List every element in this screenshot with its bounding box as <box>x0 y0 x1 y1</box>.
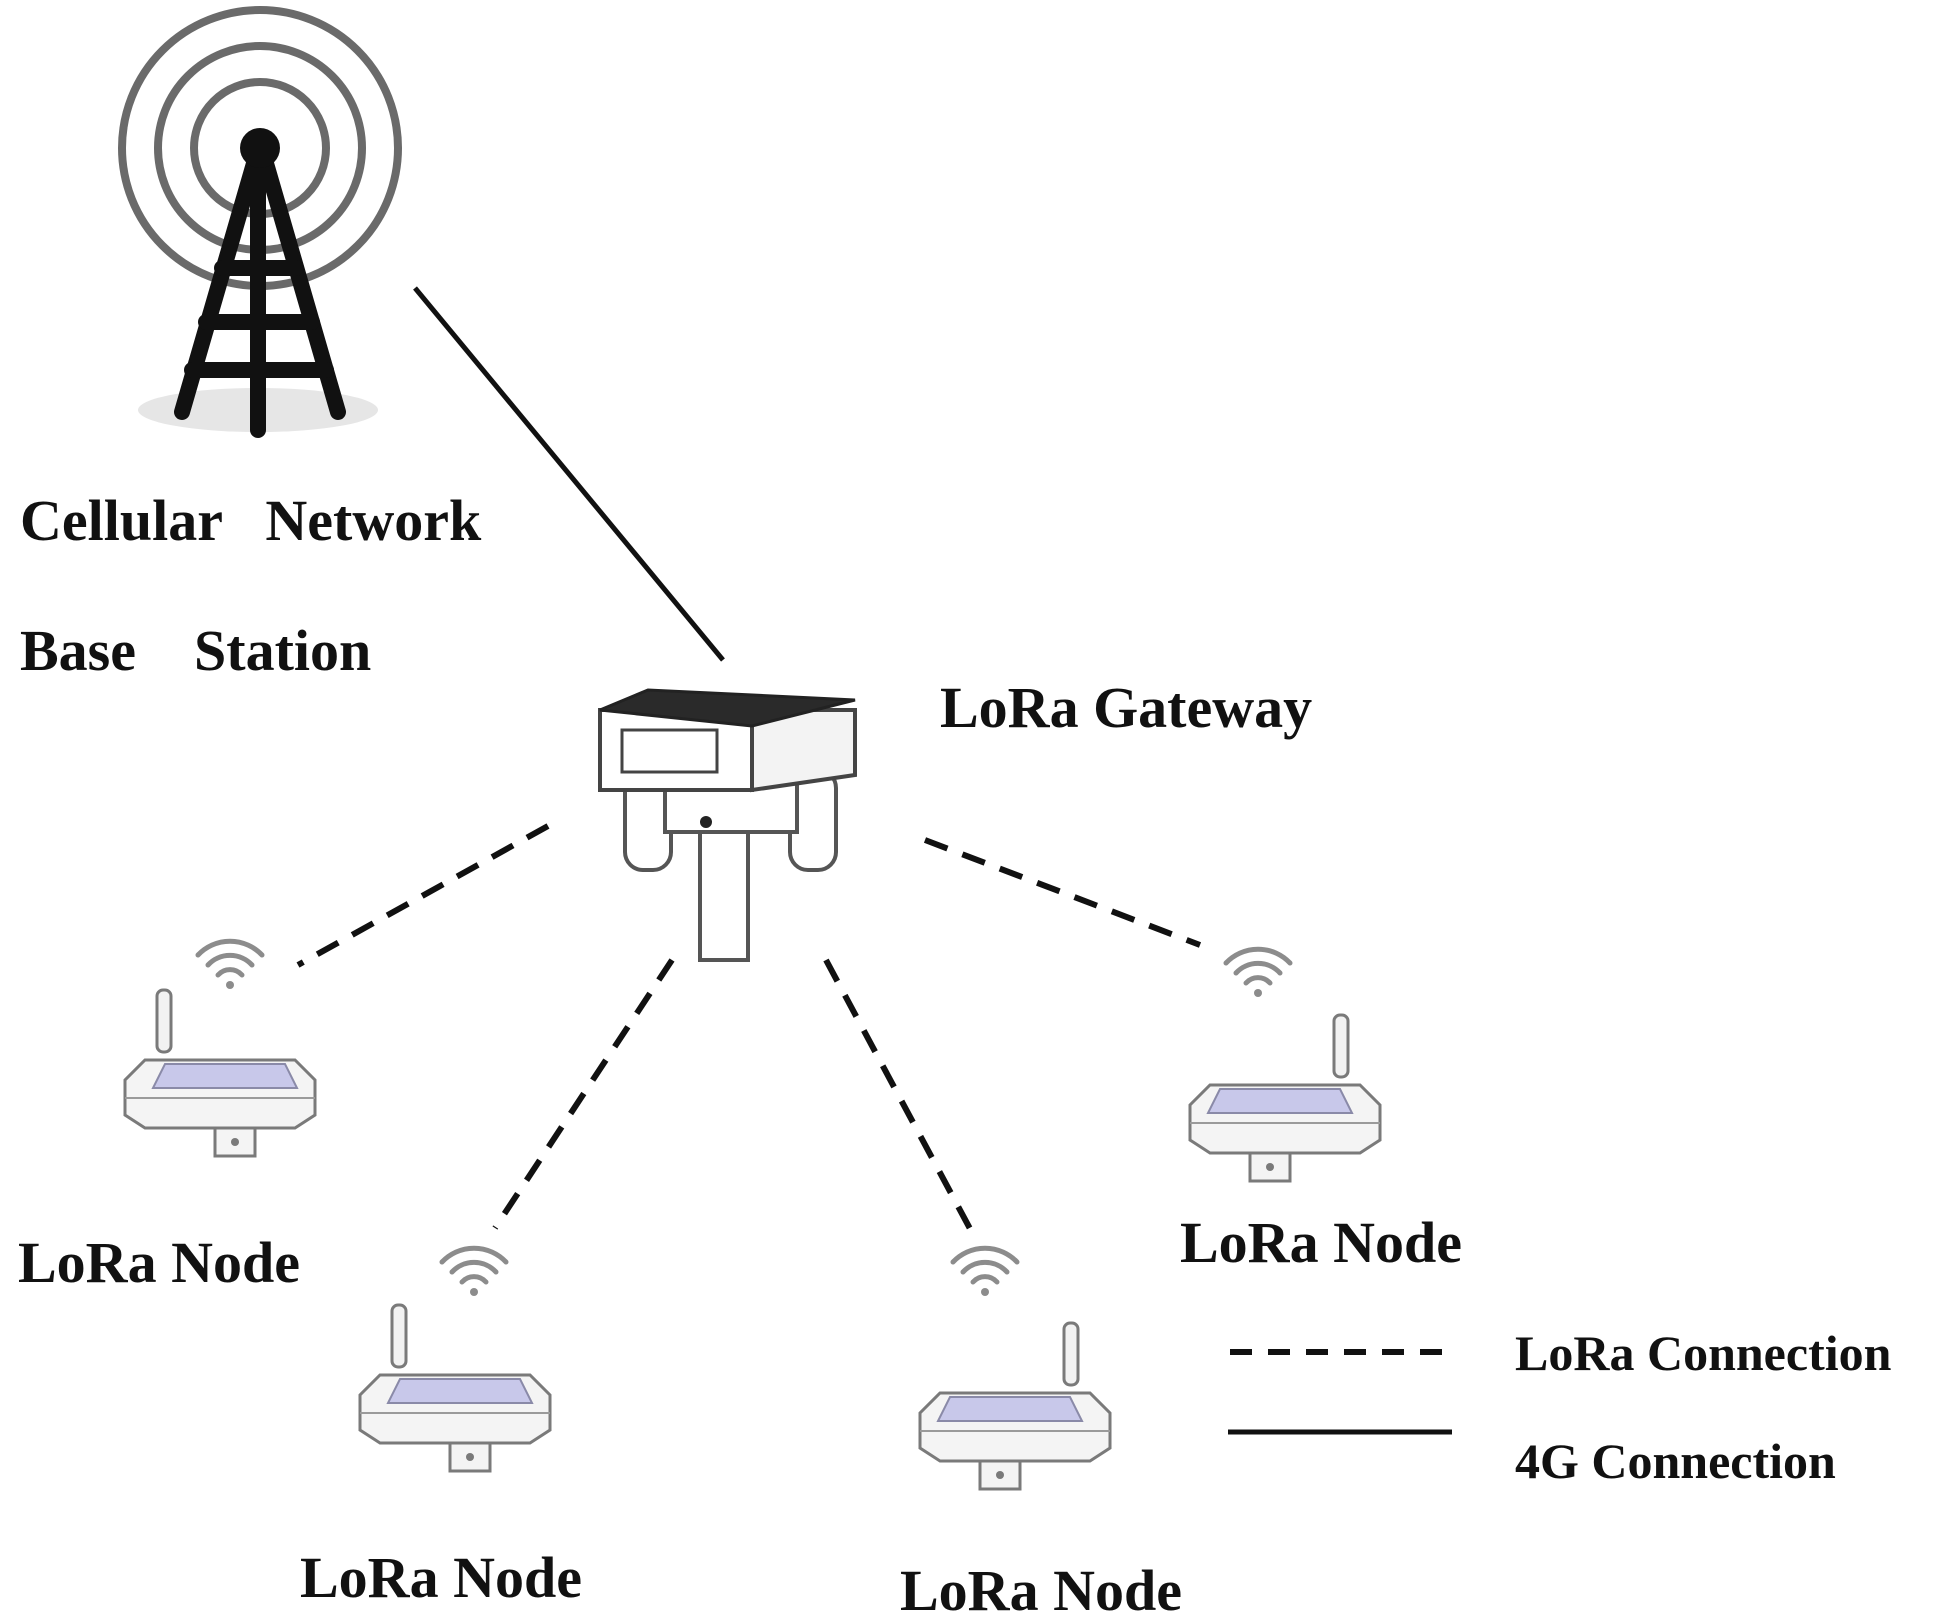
lora-node-3: LoRa Node <box>900 1248 1182 1623</box>
gateway-label: LoRa Gateway <box>940 675 1312 740</box>
wifi-icon <box>953 1248 1017 1296</box>
lora-node-2: LoRa Node <box>300 1248 582 1610</box>
wifi-icon <box>442 1248 506 1296</box>
lora-node-device-icon <box>358 1303 552 1473</box>
lora-link-lines <box>296 823 1202 1240</box>
lora-node-label: LoRa Node <box>300 1545 582 1610</box>
lora-node-1: LoRa Node <box>18 941 317 1295</box>
lora-link-node-4 <box>923 837 1202 948</box>
wifi-icon <box>198 941 262 989</box>
cellular-link-line <box>413 286 725 662</box>
lora-node-label: LoRa Node <box>1180 1210 1462 1275</box>
wifi-icon <box>1226 949 1290 997</box>
lora-node-label: LoRa Node <box>18 1230 300 1295</box>
base-station-label-line2: Base Station <box>20 618 371 683</box>
lora-node-4: LoRa Node <box>1180 949 1462 1275</box>
lora-link-node-1 <box>296 823 550 968</box>
legend: LoRa Connection 4G Connection <box>1228 1325 1892 1489</box>
lora-node-device-icon <box>918 1321 1112 1491</box>
base-station-icon <box>118 6 402 438</box>
lora-node-device-icon <box>1188 1013 1382 1183</box>
legend-cellular-label: 4G Connection <box>1515 1433 1836 1489</box>
gateway-icon <box>598 688 857 962</box>
lora-link-node-3 <box>823 958 978 1240</box>
legend-lora-label: LoRa Connection <box>1515 1325 1892 1381</box>
lora-link-node-2 <box>492 958 675 1230</box>
lora-node-label: LoRa Node <box>900 1558 1182 1623</box>
base-station-label-line1: Cellular Network <box>20 488 482 553</box>
lora-node-device-icon <box>123 988 317 1158</box>
